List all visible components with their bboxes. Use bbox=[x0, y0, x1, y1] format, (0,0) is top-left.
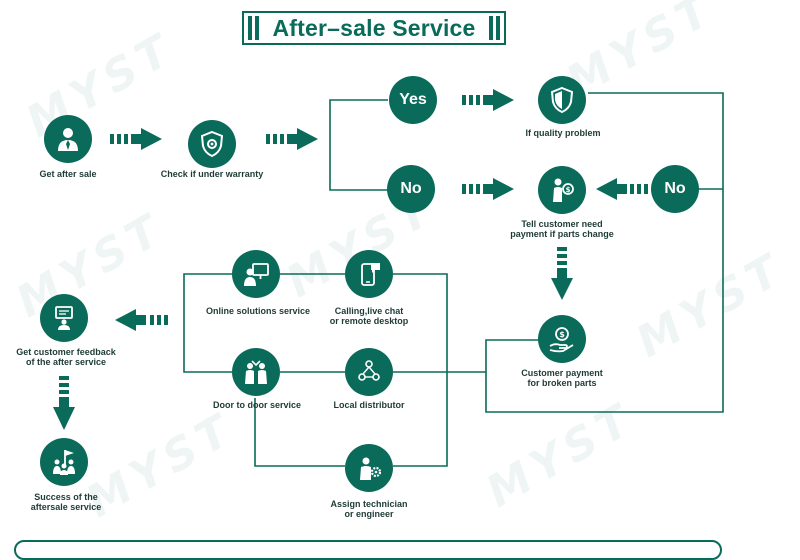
shield-icon bbox=[550, 86, 574, 114]
yes-node: Yes bbox=[389, 76, 437, 124]
customer-feedback-node bbox=[40, 294, 88, 342]
quality-problem-label: If quality problem bbox=[525, 128, 601, 138]
bottom-banner-edge bbox=[14, 540, 722, 560]
customer-payment-label: Customer payment for broken parts bbox=[521, 368, 603, 388]
phone-chat-icon bbox=[361, 263, 380, 286]
arrow-yes-to-quality bbox=[462, 89, 514, 111]
shield-badge-icon bbox=[200, 130, 224, 158]
network-people-icon bbox=[358, 360, 380, 381]
no-node-left: No bbox=[387, 165, 435, 213]
arrow-feedback-to-success bbox=[53, 376, 75, 430]
success-node bbox=[40, 438, 88, 486]
check-warranty-node bbox=[188, 120, 236, 168]
arrow-to-feedback bbox=[115, 309, 168, 331]
arrow-check-to-branch bbox=[266, 128, 318, 150]
door-to-door-label: Door to door service bbox=[212, 400, 302, 410]
connector-lines bbox=[183, 92, 724, 467]
title-banner: After–sale Service bbox=[242, 11, 506, 45]
repair-people-icon bbox=[245, 360, 267, 384]
quality-problem-node bbox=[538, 76, 586, 124]
person-money-icon: $ bbox=[553, 178, 574, 202]
online-solutions-node bbox=[232, 250, 280, 298]
flag-team-icon bbox=[53, 450, 75, 475]
local-distributor-node bbox=[345, 348, 393, 396]
arrow-no-right-to-tell bbox=[596, 178, 648, 200]
calling-node bbox=[345, 250, 393, 298]
service-loop-line bbox=[183, 273, 232, 373]
customer-payment-node: $ bbox=[538, 315, 586, 363]
check-warranty-label: Check if under warranty bbox=[160, 169, 264, 179]
assign-technician-label: Assign technician or engineer bbox=[330, 499, 408, 519]
customer-feedback-label: Get customer feedback of the after servi… bbox=[16, 347, 116, 367]
get-after-sale-node bbox=[44, 115, 92, 163]
local-distributor-label: Local distributor bbox=[333, 400, 405, 410]
get-after-sale-label: Get after sale bbox=[39, 169, 97, 179]
assign-technician-node bbox=[345, 444, 393, 492]
technician-gear-icon bbox=[360, 457, 382, 480]
yes-text: Yes bbox=[399, 91, 427, 108]
user-tie-icon bbox=[58, 128, 78, 151]
door-to-door-node bbox=[232, 348, 280, 396]
svg-text:$: $ bbox=[566, 186, 571, 194]
door-technician-line bbox=[254, 398, 345, 467]
tell-customer-label: Tell customer need payment if parts chan… bbox=[510, 219, 614, 239]
no-right-text: No bbox=[664, 180, 686, 197]
arrow-get-to-check bbox=[110, 128, 162, 150]
monitor-support-icon bbox=[244, 263, 269, 286]
no-left-text: No bbox=[400, 180, 422, 197]
feedback-screen-icon bbox=[55, 306, 73, 330]
arrow-tell-to-payment bbox=[551, 247, 573, 300]
hand-coin-icon: $ bbox=[549, 327, 574, 353]
branch-line bbox=[329, 99, 388, 191]
flow-arrows bbox=[53, 89, 648, 430]
calling-label: Calling,live chat or remote desktop bbox=[329, 306, 409, 326]
no-node-right: No bbox=[651, 165, 699, 213]
calling-right-line bbox=[393, 273, 448, 467]
quality-right-line bbox=[485, 92, 724, 413]
arrow-no-to-tell bbox=[462, 178, 514, 200]
svg-text:$: $ bbox=[559, 330, 565, 339]
tell-customer-node: $ bbox=[538, 166, 586, 214]
online-solutions-label: Online solutions service bbox=[205, 306, 311, 316]
diagram-canvas bbox=[53, 89, 724, 467]
page-title: After–sale Service bbox=[272, 14, 476, 41]
success-label: Success of the aftersale service bbox=[30, 492, 102, 512]
